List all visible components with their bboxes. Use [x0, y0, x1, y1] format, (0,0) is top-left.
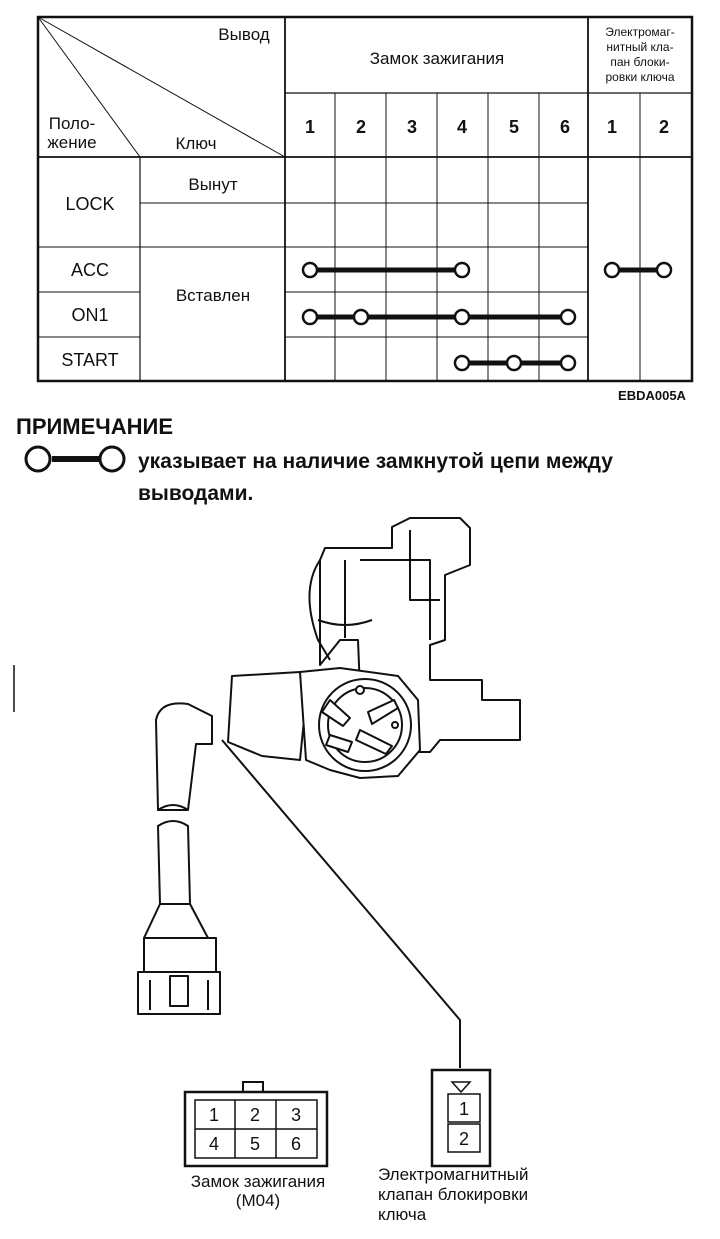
header-position-label-2: жение — [47, 133, 96, 152]
connection-acc-valve-terminal-dot — [655, 261, 673, 279]
ignition-connector-label-2: (M04) — [236, 1191, 280, 1210]
ignition-pin-2: 2 — [250, 1105, 260, 1125]
valve-connector-label-3: ключа — [378, 1205, 427, 1224]
connection-start-ignition-terminal-dot — [453, 354, 471, 372]
connection-acc-ignition-terminal-dot — [453, 261, 471, 279]
ignition-pin-1: 1 — [209, 1105, 219, 1125]
connection-on1-ignition-terminal-dot — [453, 308, 471, 326]
connection-acc-valve-terminal-dot — [603, 261, 621, 279]
position-on1: ON1 — [71, 305, 108, 325]
header-position-label-1: Поло- — [49, 114, 96, 133]
legend-symbol — [24, 445, 126, 473]
ignition-terminal-1: 1 — [305, 117, 315, 137]
connection-acc-ignition-terminal-dot — [301, 261, 319, 279]
valve-connector-label-1: Электромагнитный — [378, 1165, 528, 1184]
connection-on1-ignition — [301, 308, 577, 326]
connection-on1-ignition-terminal-dot — [301, 308, 319, 326]
position-acc: ACC — [71, 260, 109, 280]
connection-acc-valve — [603, 261, 673, 279]
ignition-terminal-4: 4 — [457, 117, 467, 137]
valve-terminal-1: 1 — [607, 117, 617, 137]
ignition-connector-label-1: Замок зажигания — [191, 1172, 326, 1191]
header-valve-label-1: Электромаг- — [605, 25, 674, 39]
connection-table — [36, 15, 694, 383]
ignition-terminal-3: 3 — [407, 117, 417, 137]
ignition-pin-4: 4 — [209, 1134, 219, 1154]
connection-start-ignition-terminal-dot — [559, 354, 577, 372]
valve-connector-label-2: клапан блокировки — [378, 1185, 528, 1204]
key-removed-label: Вынут — [188, 175, 237, 194]
header-key-label: Ключ — [175, 134, 216, 153]
header-valve-label-3: пан блоки- — [610, 55, 669, 69]
ignition-terminal-2: 2 — [356, 117, 366, 137]
connection-on1-ignition-terminal-dot — [352, 308, 370, 326]
connection-marks — [301, 261, 673, 372]
ignition-terminal-6: 6 — [560, 117, 570, 137]
header-output-label: Вывод — [218, 25, 269, 44]
note-title: ПРИМЕЧАНИЕ — [16, 414, 173, 439]
key-inserted-label: Вставлен — [176, 286, 250, 305]
connection-on1-ignition-terminal-dot — [559, 308, 577, 326]
valve-terminal-2: 2 — [659, 117, 669, 137]
valve-connector-face — [430, 1068, 492, 1168]
valve-pin-2: 2 — [459, 1129, 469, 1149]
note-text-line-2: выводами. — [138, 482, 253, 505]
ignition-connector-face — [183, 1081, 329, 1168]
position-lock: LOCK — [65, 194, 114, 214]
note-text-line-1: указывает на наличие замкнутой цепи межд… — [138, 450, 613, 473]
figure-code: EBDA005A — [618, 388, 687, 403]
connection-acc-ignition — [301, 261, 471, 279]
valve-pin-1: 1 — [459, 1099, 469, 1119]
ignition-lock-assembly-drawing — [13, 517, 521, 1068]
ignition-terminal-5: 5 — [509, 117, 519, 137]
ignition-pin-5: 5 — [250, 1134, 260, 1154]
ignition-pin-3: 3 — [291, 1105, 301, 1125]
header-ignition-label: Замок зажигания — [370, 49, 505, 68]
header-valve-label-2: нитный кла- — [606, 40, 673, 54]
header-valve-label-4: ровки ключа — [605, 70, 674, 84]
ignition-pin-6: 6 — [291, 1134, 301, 1154]
connection-start-ignition-terminal-dot — [505, 354, 523, 372]
position-start: START — [61, 350, 118, 370]
connection-start-ignition — [453, 354, 577, 372]
